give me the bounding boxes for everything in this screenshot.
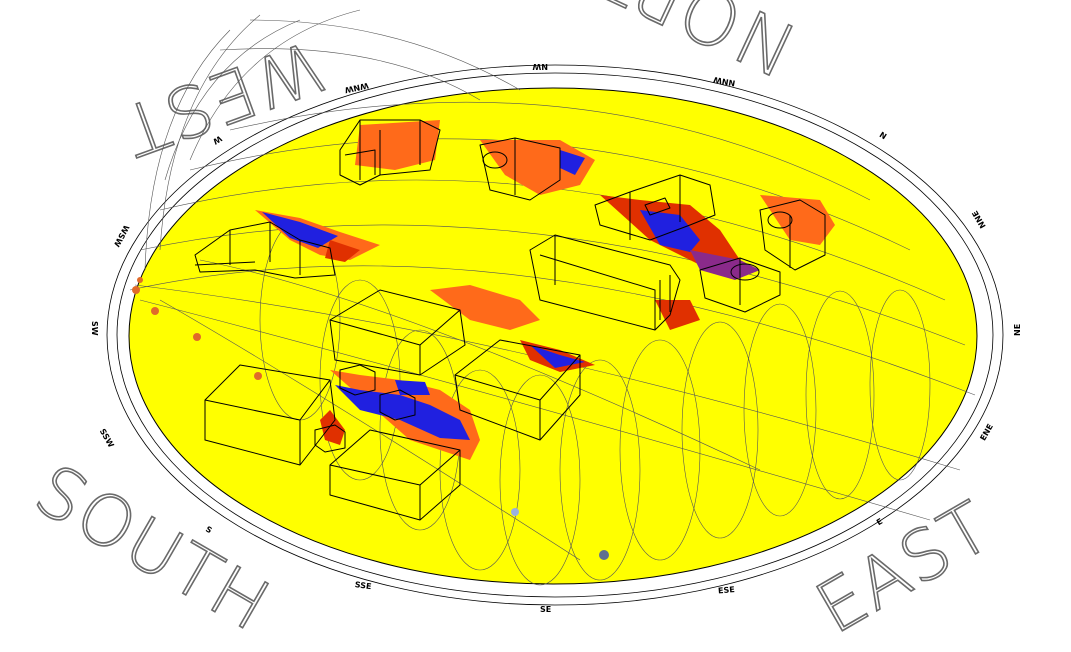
building-ne-cluster — [594, 174, 716, 241]
ground-disk — [128, 87, 978, 585]
sun-marker-2 — [151, 307, 159, 315]
dir-label-sse: SSE — [354, 580, 372, 591]
dir-label-nne: NNE — [970, 209, 987, 230]
sun-marker-5 — [511, 508, 519, 516]
building-east-long — [529, 234, 681, 331]
building-west-stepped — [194, 221, 336, 279]
building-center-east — [454, 339, 581, 441]
dir-label-ese: ESE — [718, 585, 735, 595]
buildings — [194, 119, 826, 521]
sun-position-markers — [132, 277, 609, 560]
building-east-small — [699, 257, 781, 313]
sun-marker-7 — [137, 277, 143, 283]
sun-marker-6 — [599, 550, 609, 560]
compass-label-north: NORTH — [526, 0, 807, 92]
dir-label-se: SE — [540, 605, 551, 614]
dir-label-w: W — [211, 134, 223, 146]
building-center-tall — [329, 289, 466, 376]
building-center-small-blocks — [314, 364, 416, 453]
compass-outer-ring — [106, 64, 1004, 606]
dir-label-sw: SW — [90, 321, 99, 336]
sun-marker-3 — [193, 333, 201, 341]
building-nw-cluster — [339, 119, 441, 186]
building-north-center — [479, 137, 561, 201]
dir-label-ne: NE — [1013, 324, 1022, 336]
sun-marker-1 — [132, 286, 140, 294]
dir-label-n: N — [878, 129, 888, 140]
sun-marker-4 — [254, 372, 262, 380]
dir-label-e: E — [875, 517, 884, 528]
dir-label-nnw: NNW — [712, 75, 736, 88]
building-ne-round — [759, 199, 826, 271]
dir-label-s: S — [204, 525, 214, 536]
dir-label-wsw: WSW — [112, 223, 131, 248]
dir-label-wnw: WNW — [344, 81, 370, 95]
dir-label-nw: NW — [532, 62, 548, 71]
building-south-center — [329, 429, 461, 521]
dir-label-ssw: SSW — [98, 427, 116, 449]
building-sw-large — [204, 364, 336, 466]
compass-inner-ring — [116, 72, 994, 598]
dir-label-ene: ENE — [978, 422, 995, 442]
